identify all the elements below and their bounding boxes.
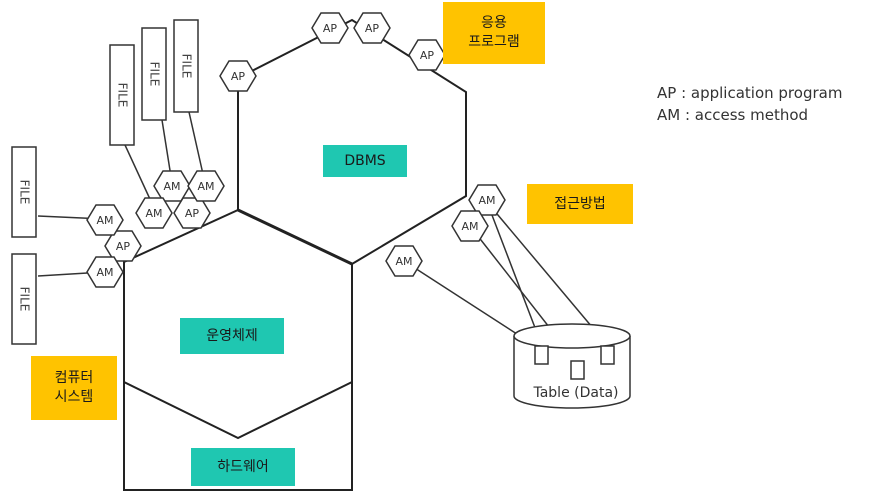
os-label: 운영체제 xyxy=(180,318,284,354)
file-box-label: FILE xyxy=(180,54,194,79)
ap-node: AP xyxy=(219,60,257,92)
table-record xyxy=(570,360,585,380)
am-table-link-1 xyxy=(403,260,521,337)
am-node-label: AM xyxy=(96,214,113,227)
am-node: AM xyxy=(451,210,489,242)
file-box-label: FILE xyxy=(18,287,32,312)
ap-node-label: AP xyxy=(323,22,338,35)
shared-edge xyxy=(237,208,353,266)
am-node-label: AM xyxy=(395,255,412,268)
am-node: AM xyxy=(135,197,173,229)
application-program-label: 응용 프로그램 xyxy=(443,2,545,64)
ap-node-label: AP xyxy=(185,207,200,220)
file-boxes: FILE FILE FILE FILE FILE xyxy=(11,19,199,345)
file-box: FILE xyxy=(173,19,199,113)
am-node: AM xyxy=(468,184,506,216)
ap-node: AP xyxy=(311,12,349,44)
am-node: AM xyxy=(86,256,124,288)
hardware-label: 하드웨어 xyxy=(191,448,295,486)
am-node-label: AM xyxy=(145,207,162,220)
am-node-label: AM xyxy=(461,220,478,233)
file-box: FILE xyxy=(141,27,167,121)
am-node-label: AM xyxy=(478,194,495,207)
table-record xyxy=(534,345,549,365)
table-cylinder xyxy=(513,323,631,409)
file-box-label: FILE xyxy=(116,83,130,108)
ap-node-label: AP xyxy=(365,22,380,35)
table-data-label: Table (Data) xyxy=(533,384,619,401)
am-table-link-4 xyxy=(486,201,543,347)
ap-node-label: AP xyxy=(420,49,435,62)
ap-node-label: AP xyxy=(231,70,246,83)
ap-node-label: AP xyxy=(116,240,131,253)
file-box-label: FILE xyxy=(148,62,162,87)
am-node-label: AM xyxy=(96,266,113,279)
computer-system-label: 컴퓨터 시스템 xyxy=(31,356,117,420)
legend-am: AM : access method xyxy=(657,106,809,124)
ap-node: AP xyxy=(104,230,142,262)
ap-nodes: AP AP AP AP AP AP xyxy=(104,12,446,262)
dbms-label: DBMS xyxy=(323,145,407,177)
file-box: FILE xyxy=(11,253,37,345)
ap-node: AP xyxy=(173,197,211,229)
am-node: AM xyxy=(153,170,191,202)
access-method-label: 접근방법 xyxy=(527,184,633,224)
ap-node: AP xyxy=(408,39,446,71)
am-node-label: AM xyxy=(197,180,214,193)
am-node: AM xyxy=(385,245,423,277)
am-node: AM xyxy=(86,204,124,236)
am-node-label: AM xyxy=(163,180,180,193)
am-node: AM xyxy=(187,170,225,202)
file-box: FILE xyxy=(109,44,135,146)
legend-ap: AP : application program xyxy=(657,84,843,102)
table-record xyxy=(600,345,615,365)
file-box: FILE xyxy=(11,146,37,238)
ap-node: AP xyxy=(353,12,391,44)
legend: AP : application program AM : access met… xyxy=(657,82,842,126)
am-table-link-3 xyxy=(486,201,609,347)
hardware-box xyxy=(123,382,353,491)
file-box-label: FILE xyxy=(18,180,32,205)
am-nodes: AM AM AM AM AM AM xyxy=(86,170,506,288)
